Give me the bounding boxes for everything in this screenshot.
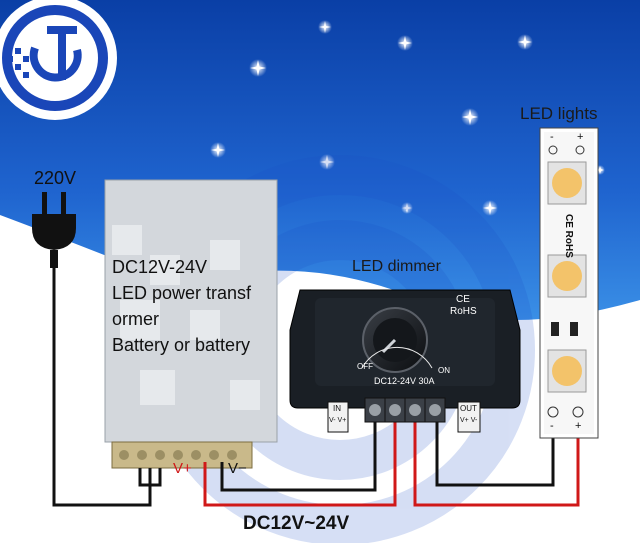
dimmer-on-label: ON — [438, 366, 450, 375]
bottom-voltage-label: DC12V~24V — [243, 513, 350, 534]
lights-title: LED lights — [520, 104, 598, 123]
dimmer-rating-label: DC12-24V 30A — [374, 376, 435, 386]
strip-top-minus: - — [550, 131, 554, 143]
dimmer-rohs-mark: RoHS — [450, 306, 477, 317]
dimmer-off-label: OFF — [357, 362, 373, 371]
mains-voltage-label: 220V — [34, 168, 77, 188]
dimmer-ce-mark: CE — [456, 294, 470, 305]
wires — [52, 268, 580, 507]
psu-label-line2: LED power transf — [112, 283, 252, 303]
brand-logo — [0, 0, 117, 120]
strip-bottom-minus: - — [550, 420, 554, 432]
dimmer-out-terminals: V+ V- — [460, 417, 478, 424]
dimmer-in-label: IN — [333, 404, 341, 413]
led-dimmer — [289, 289, 521, 433]
strip-marking: CE RoHS — [563, 214, 574, 258]
psu-label-line3: ormer — [112, 309, 160, 329]
psu-v-minus-label: V− — [228, 460, 247, 477]
power-supply — [104, 179, 278, 469]
dimmer-title: LED dimmer — [352, 258, 441, 275]
psu-label-line4: Battery or battery — [112, 335, 251, 355]
power-plug-icon — [32, 192, 76, 268]
dimmer-out-label: OUT — [460, 404, 477, 413]
strip-bottom-plus: + — [575, 420, 582, 432]
led-strip — [539, 127, 599, 439]
psu-v-plus-label: V+ — [173, 460, 192, 477]
psu-label-line1: DC12V-24V — [112, 257, 208, 277]
strip-top-plus: + — [577, 131, 584, 143]
dimmer-in-terminals: V- V+ — [329, 417, 347, 424]
